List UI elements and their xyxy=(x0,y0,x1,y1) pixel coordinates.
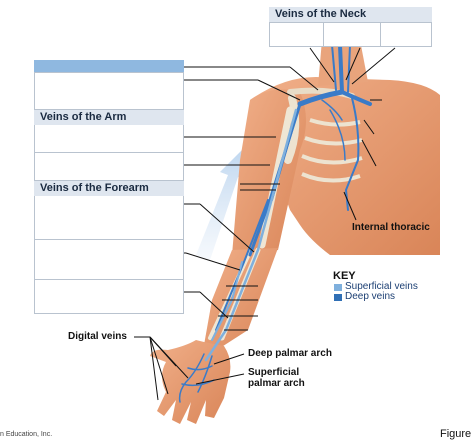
figure-label: Figure xyxy=(440,428,472,440)
answer-box[interactable] xyxy=(34,196,184,240)
header-veins-of-the-arm: Veins of the Arm xyxy=(34,110,184,125)
veins xyxy=(178,43,372,403)
superficial-palmar-arch-label-line2: palmar arch xyxy=(248,378,305,389)
header-veins-of-the-forearm: Veins of the Forearm xyxy=(34,181,184,196)
answer-box[interactable] xyxy=(34,153,184,181)
key-title: KEY xyxy=(333,270,356,282)
key-superficial-label: Superficial veins xyxy=(345,281,418,292)
superficial-swatch xyxy=(334,284,342,291)
neck-answer-row xyxy=(269,22,432,47)
internal-thoracic-label: Internal thoracic xyxy=(352,222,430,233)
header-veins-of-the-neck: Veins of the Neck xyxy=(269,7,432,22)
answer-box[interactable] xyxy=(34,280,184,314)
flow-arrow xyxy=(196,150,246,260)
neck-row-divider xyxy=(380,23,381,46)
hand xyxy=(150,340,231,424)
key-deep-label: Deep veins xyxy=(345,291,396,302)
neck xyxy=(318,40,368,86)
digital-veins-label: Digital veins xyxy=(68,331,127,342)
answer-box[interactable] xyxy=(34,72,184,110)
blank-header-bar xyxy=(34,60,184,72)
copyright-text: n Education, Inc. xyxy=(0,431,53,438)
superficial-palmar-arch-label: Superficial xyxy=(248,367,300,378)
deep-swatch xyxy=(334,294,342,301)
answer-box[interactable] xyxy=(34,125,184,153)
answer-box[interactable] xyxy=(34,240,184,280)
deep-palmar-arch-label: Deep palmar arch xyxy=(248,348,332,359)
neck-row-divider xyxy=(323,23,324,46)
